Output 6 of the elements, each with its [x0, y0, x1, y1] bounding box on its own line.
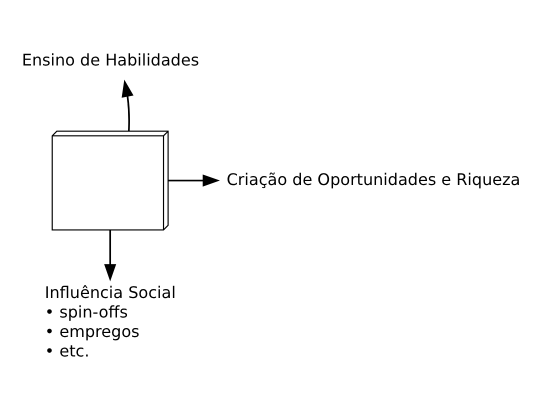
arrow	[122, 79, 134, 131]
node-text: Influência Social • spin-offs • empregos • etc.	[44, 282, 176, 360]
node-text: Criação de Oportunidades e Riqueza	[226, 169, 520, 188]
arrow	[168, 174, 220, 186]
node-text: Ensino de Habilidades	[22, 50, 200, 69]
arrow	[104, 230, 116, 281]
